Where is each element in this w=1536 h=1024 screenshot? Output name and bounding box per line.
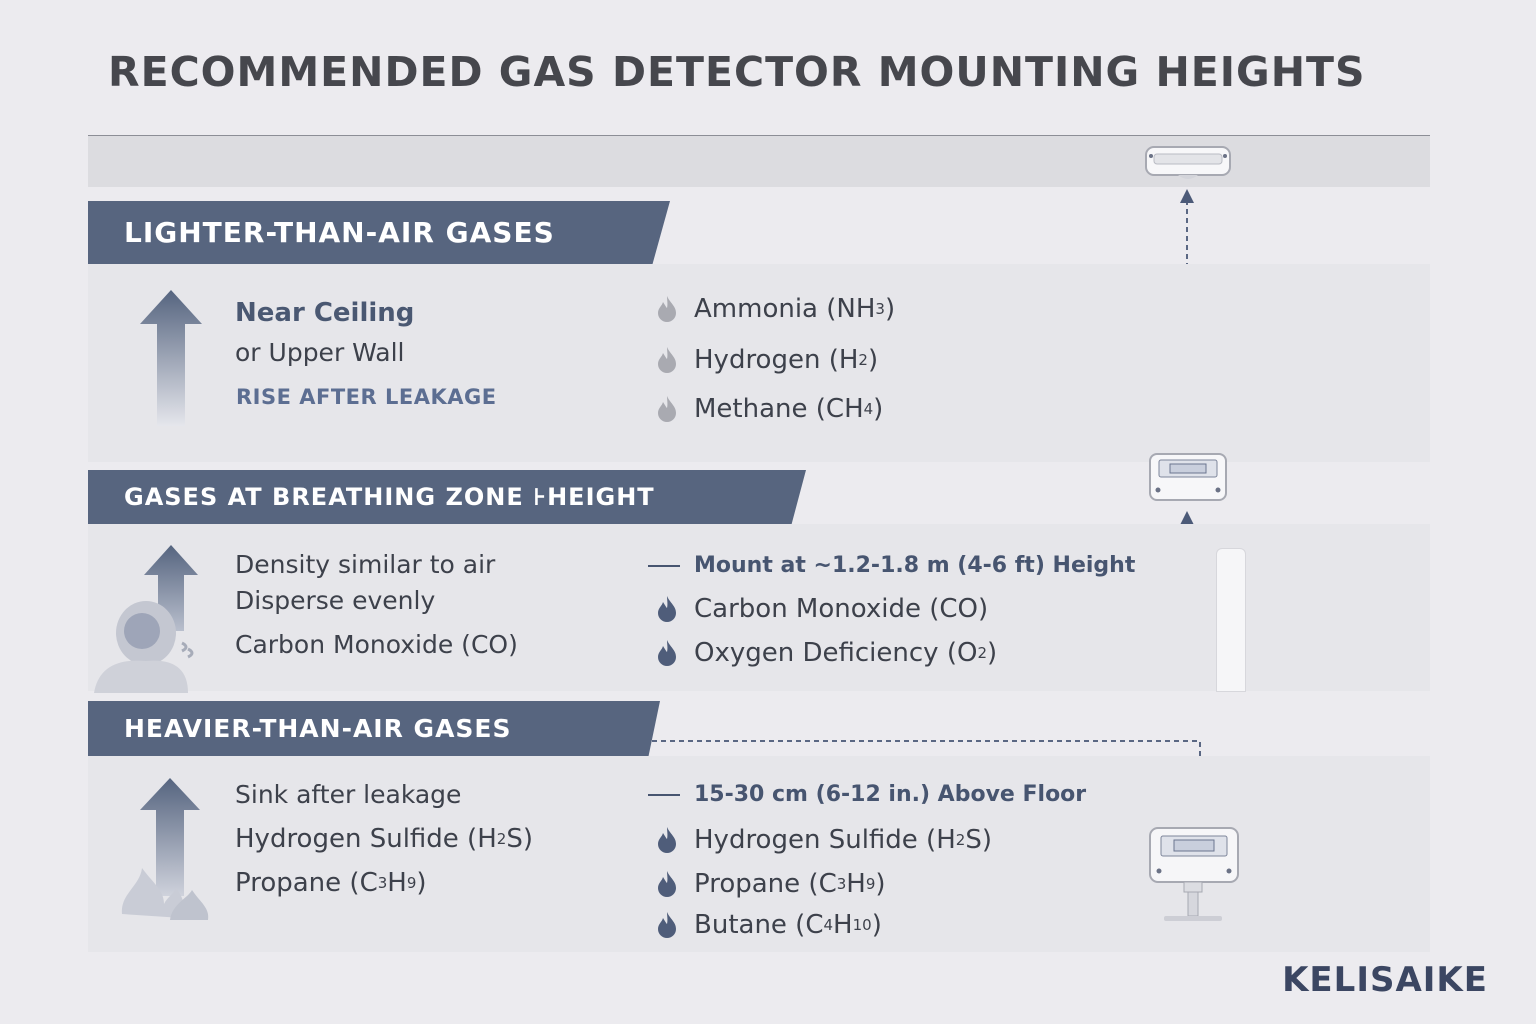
heavier-mount-height: 15-30 cm (6-12 in.) Above Floor xyxy=(648,782,1086,807)
flame-icon xyxy=(658,640,676,666)
flame-icon xyxy=(658,827,676,853)
flame-icon xyxy=(658,347,676,373)
dash-marker xyxy=(648,564,680,567)
lighter-behavior: RISE AFTER LEAKAGE xyxy=(236,385,497,409)
page-title: RECOMMENDED GAS DETECTOR MOUNTING HEIGHT… xyxy=(108,48,1366,96)
flame-icon xyxy=(658,871,676,897)
wall-detector-icon xyxy=(1149,453,1227,501)
breathing-mount-height: Mount at ~1.2-1.8 m (4-6 ft) Height xyxy=(648,553,1135,578)
floor-detector-icon xyxy=(1149,827,1239,921)
lighter-banner: LIGHTER-THAN-AIR GASES xyxy=(88,201,670,264)
lighter-position: or Upper Wall xyxy=(235,338,405,367)
title-divider xyxy=(88,135,1430,136)
lighter-position-bold: Near Ceiling xyxy=(235,298,415,328)
breathing-banner: GASES AT BREATHING ZONE ⊦HEIGHT xyxy=(88,470,806,524)
flame-icon xyxy=(658,596,676,622)
up-arrow-icon xyxy=(140,290,202,426)
ceiling-detector-icon xyxy=(1145,146,1231,179)
lighter-section-panel xyxy=(88,264,1430,462)
flame-icon xyxy=(658,396,676,422)
breathing-section-panel xyxy=(88,524,1430,691)
breathing-line2: Disperse evenly xyxy=(235,586,436,615)
person-breathing-icon xyxy=(94,545,198,693)
brand-logo: KELISAIKE xyxy=(1282,960,1488,1000)
fire-icon xyxy=(121,778,209,920)
heavier-banner: HEAVIER-THAN-AIR GASES xyxy=(88,701,660,756)
wall-illustration xyxy=(1216,548,1246,692)
breathing-line1: Density similar to air xyxy=(235,550,496,579)
flame-icon xyxy=(658,912,676,938)
flame-icon xyxy=(658,296,676,322)
breathing-line3: Carbon Monoxide (CO) xyxy=(235,630,518,659)
gas-item-carbon-monoxide: Carbon Monoxide (CO) xyxy=(656,594,988,624)
dash-marker xyxy=(648,793,680,796)
heavier-line1: Sink after leakage xyxy=(235,780,462,809)
